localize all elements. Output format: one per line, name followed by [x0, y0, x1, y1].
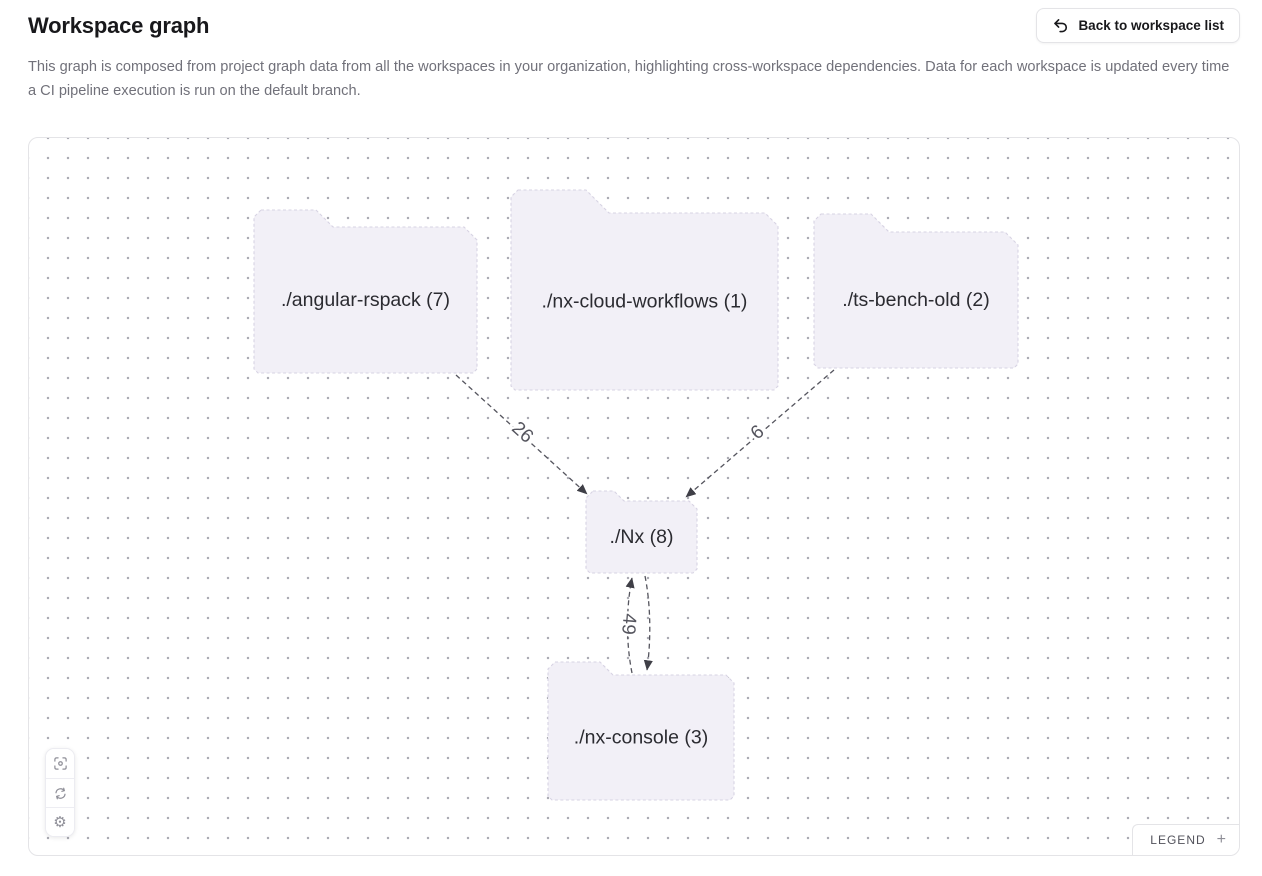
edge-count-label: 6: [747, 421, 769, 444]
page-title: Workspace graph: [28, 13, 210, 38]
edge-count-label: 49: [617, 613, 640, 636]
workspace-node-nx[interactable]: ./Nx (8): [585, 490, 698, 574]
dependency-edge-ts-bench-old-to-nx: [685, 369, 835, 498]
node-label: ./nx-console (3): [574, 727, 708, 749]
workspace-node-nx-cloud-workflows[interactable]: ./nx-cloud-workflows (1): [510, 189, 779, 391]
legend-label: LEGEND: [1150, 833, 1206, 847]
plus-icon: +: [1216, 831, 1226, 848]
folder-shape: [585, 490, 698, 574]
refresh-button[interactable]: [46, 778, 74, 807]
page-description: This graph is composed from project grap…: [28, 59, 1230, 99]
graph-control-toolbar: ⚙: [45, 748, 75, 837]
workspace-node-nx-console[interactable]: ./nx-console (3): [547, 661, 735, 801]
workspace-node-ts-bench-old[interactable]: ./ts-bench-old (2): [813, 213, 1019, 369]
back-to-workspace-list-button[interactable]: Back to workspace list: [1036, 8, 1240, 43]
folder-shape: [253, 209, 478, 374]
graph-canvas[interactable]: ./angular-rspack (7) ./nx-cloud-workflows…: [28, 137, 1240, 856]
back-button-label: Back to workspace list: [1078, 18, 1224, 33]
node-label: ./nx-cloud-workflows (1): [542, 291, 748, 313]
dependency-edge-nx-console-to-nx: [625, 577, 635, 674]
node-label: ./ts-bench-old (2): [842, 289, 989, 311]
folder-shape: [547, 661, 735, 801]
edge-count-label: 26: [507, 418, 537, 448]
settings-button[interactable]: ⚙: [46, 807, 74, 836]
node-label: ./angular-rspack (7): [281, 289, 450, 311]
workspace-graph-svg: ./angular-rspack (7) ./nx-cloud-workflows…: [253, 189, 1019, 801]
zoom-to-fit-button[interactable]: [46, 749, 74, 778]
refresh-icon: [53, 786, 68, 801]
node-label: ./Nx (8): [610, 526, 674, 548]
workspace-node-angular-rspack[interactable]: ./angular-rspack (7): [253, 209, 478, 374]
legend-toggle-button[interactable]: LEGEND +: [1132, 824, 1239, 855]
folder-shape: [510, 189, 779, 391]
folder-shape: [813, 213, 1019, 369]
dependency-edge-angular-rspack-to-nx: [455, 374, 588, 495]
page-header: Workspace graph Back to workspace list: [28, 8, 1240, 43]
dependency-edge-nx-to-nx-console: [643, 575, 653, 671]
focus-icon: [53, 756, 68, 771]
undo-arrow-icon: [1052, 17, 1069, 34]
gear-icon: ⚙: [53, 813, 67, 831]
